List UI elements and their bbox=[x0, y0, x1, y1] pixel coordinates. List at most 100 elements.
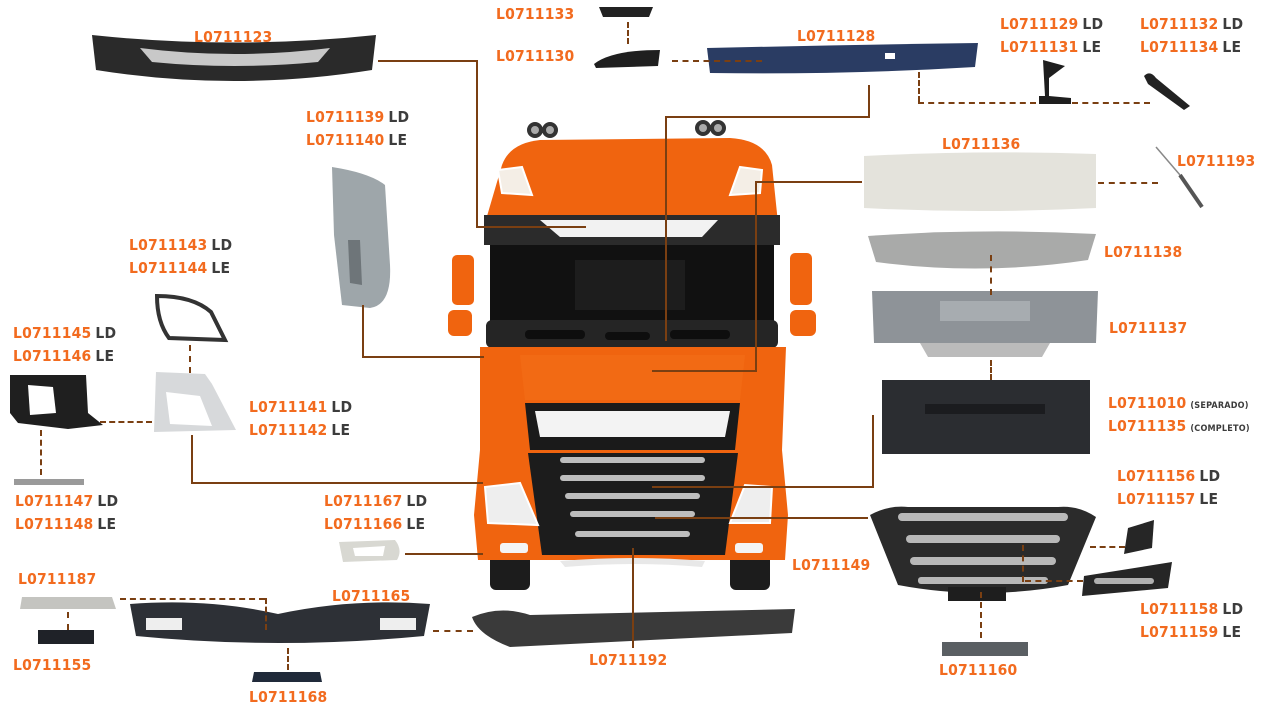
leader-line bbox=[378, 60, 476, 62]
part-l0711129-bracket bbox=[1039, 60, 1071, 104]
part-label-l0711149: L0711149 bbox=[792, 556, 871, 574]
leader-line bbox=[405, 553, 483, 555]
part-label-l0711136: L0711136 bbox=[942, 135, 1021, 153]
part-l0711168 bbox=[252, 672, 322, 682]
part-l0711145-bracket bbox=[10, 375, 103, 429]
leader-line bbox=[362, 356, 484, 358]
part-l0711123-sun-visor bbox=[92, 35, 376, 81]
part-label-l0711165: L0711165 bbox=[332, 587, 411, 605]
part-label-l0711155: L0711155 bbox=[13, 656, 92, 674]
leader-line bbox=[652, 486, 874, 488]
part-l0711149-grille bbox=[870, 506, 1096, 601]
leader-line bbox=[652, 370, 757, 372]
dashed-connector bbox=[189, 345, 191, 373]
part-l0711187 bbox=[20, 597, 116, 609]
dashed-connector bbox=[287, 648, 289, 670]
truck-front-illustration bbox=[448, 120, 816, 590]
dashed-connector bbox=[627, 22, 629, 44]
part-l0711138-trim bbox=[868, 231, 1096, 269]
part-l0711158 bbox=[1082, 562, 1172, 596]
leader-line bbox=[191, 435, 193, 483]
dashed-connector bbox=[433, 630, 473, 632]
leader-line bbox=[872, 415, 874, 487]
part-label-l0711130: L0711130 bbox=[496, 47, 575, 65]
leader-line bbox=[476, 60, 478, 228]
part-label-l0711160: L0711160 bbox=[939, 661, 1018, 679]
leader-line bbox=[665, 116, 870, 118]
leader-line bbox=[632, 548, 634, 648]
part-l0711010-grille-frame bbox=[882, 380, 1090, 454]
part-label-l0711128: L0711128 bbox=[797, 27, 876, 45]
part-l0711137-front-panel bbox=[872, 291, 1098, 357]
part-l0711130 bbox=[594, 50, 660, 68]
dashed-connector bbox=[120, 598, 265, 600]
leader-line bbox=[757, 181, 862, 183]
part-l0711165-bumper bbox=[130, 602, 430, 643]
part-label-l0711010: L0711010(SEPARADO) bbox=[1108, 394, 1249, 412]
part-l0711192-spoiler bbox=[472, 609, 795, 647]
part-label-l0711135: L0711135(COMPLETO) bbox=[1108, 417, 1250, 435]
part-label-l0711187: L0711187 bbox=[18, 570, 97, 588]
part-l0711160 bbox=[942, 642, 1028, 656]
part-l0711143-bezel bbox=[154, 293, 229, 343]
part-label-l0711137: L0711137 bbox=[1109, 319, 1188, 337]
leader-line bbox=[755, 181, 757, 371]
part-label-l0711192: L0711192 bbox=[589, 651, 668, 669]
leader-line bbox=[868, 85, 870, 117]
part-l0711167-fog-bezel bbox=[339, 540, 400, 562]
part-label-l0711168: L0711168 bbox=[249, 688, 328, 706]
dashed-connector bbox=[100, 421, 152, 423]
dashed-connector bbox=[1072, 102, 1150, 104]
part-label-l0711123: L0711123 bbox=[194, 28, 273, 46]
dashed-connector bbox=[67, 612, 69, 630]
part-l0711156 bbox=[1124, 520, 1154, 554]
dashed-connector bbox=[672, 60, 762, 62]
dashed-connector bbox=[1022, 545, 1024, 582]
part-label-l0711133: L0711133 bbox=[496, 5, 575, 23]
leader-line bbox=[655, 517, 868, 519]
dashed-connector bbox=[265, 598, 267, 630]
dashed-connector bbox=[1090, 546, 1125, 548]
part-label-l0711138: L0711138 bbox=[1104, 243, 1183, 261]
leader-line bbox=[476, 226, 586, 228]
dashed-connector bbox=[1098, 182, 1158, 184]
part-l0711141-corner bbox=[154, 372, 236, 432]
dashed-connector bbox=[990, 360, 992, 380]
part-l0711133 bbox=[599, 7, 653, 17]
part-l0711132 bbox=[1144, 73, 1190, 110]
part-l0711128 bbox=[707, 43, 978, 74]
part-l0711147-strip bbox=[14, 479, 84, 485]
part-l0711139-deflector bbox=[332, 167, 391, 308]
part-l0711155 bbox=[38, 630, 94, 644]
part-l0711136-panel bbox=[864, 152, 1096, 211]
dashed-connector bbox=[40, 430, 42, 475]
dashed-connector bbox=[918, 102, 1036, 104]
dashed-connector bbox=[980, 592, 982, 638]
leader-line bbox=[665, 116, 667, 341]
dashed-connector bbox=[990, 255, 992, 295]
leader-line bbox=[191, 482, 483, 484]
dashed-connector bbox=[1025, 580, 1083, 582]
dashed-connector bbox=[918, 72, 920, 102]
leader-line bbox=[362, 305, 364, 357]
